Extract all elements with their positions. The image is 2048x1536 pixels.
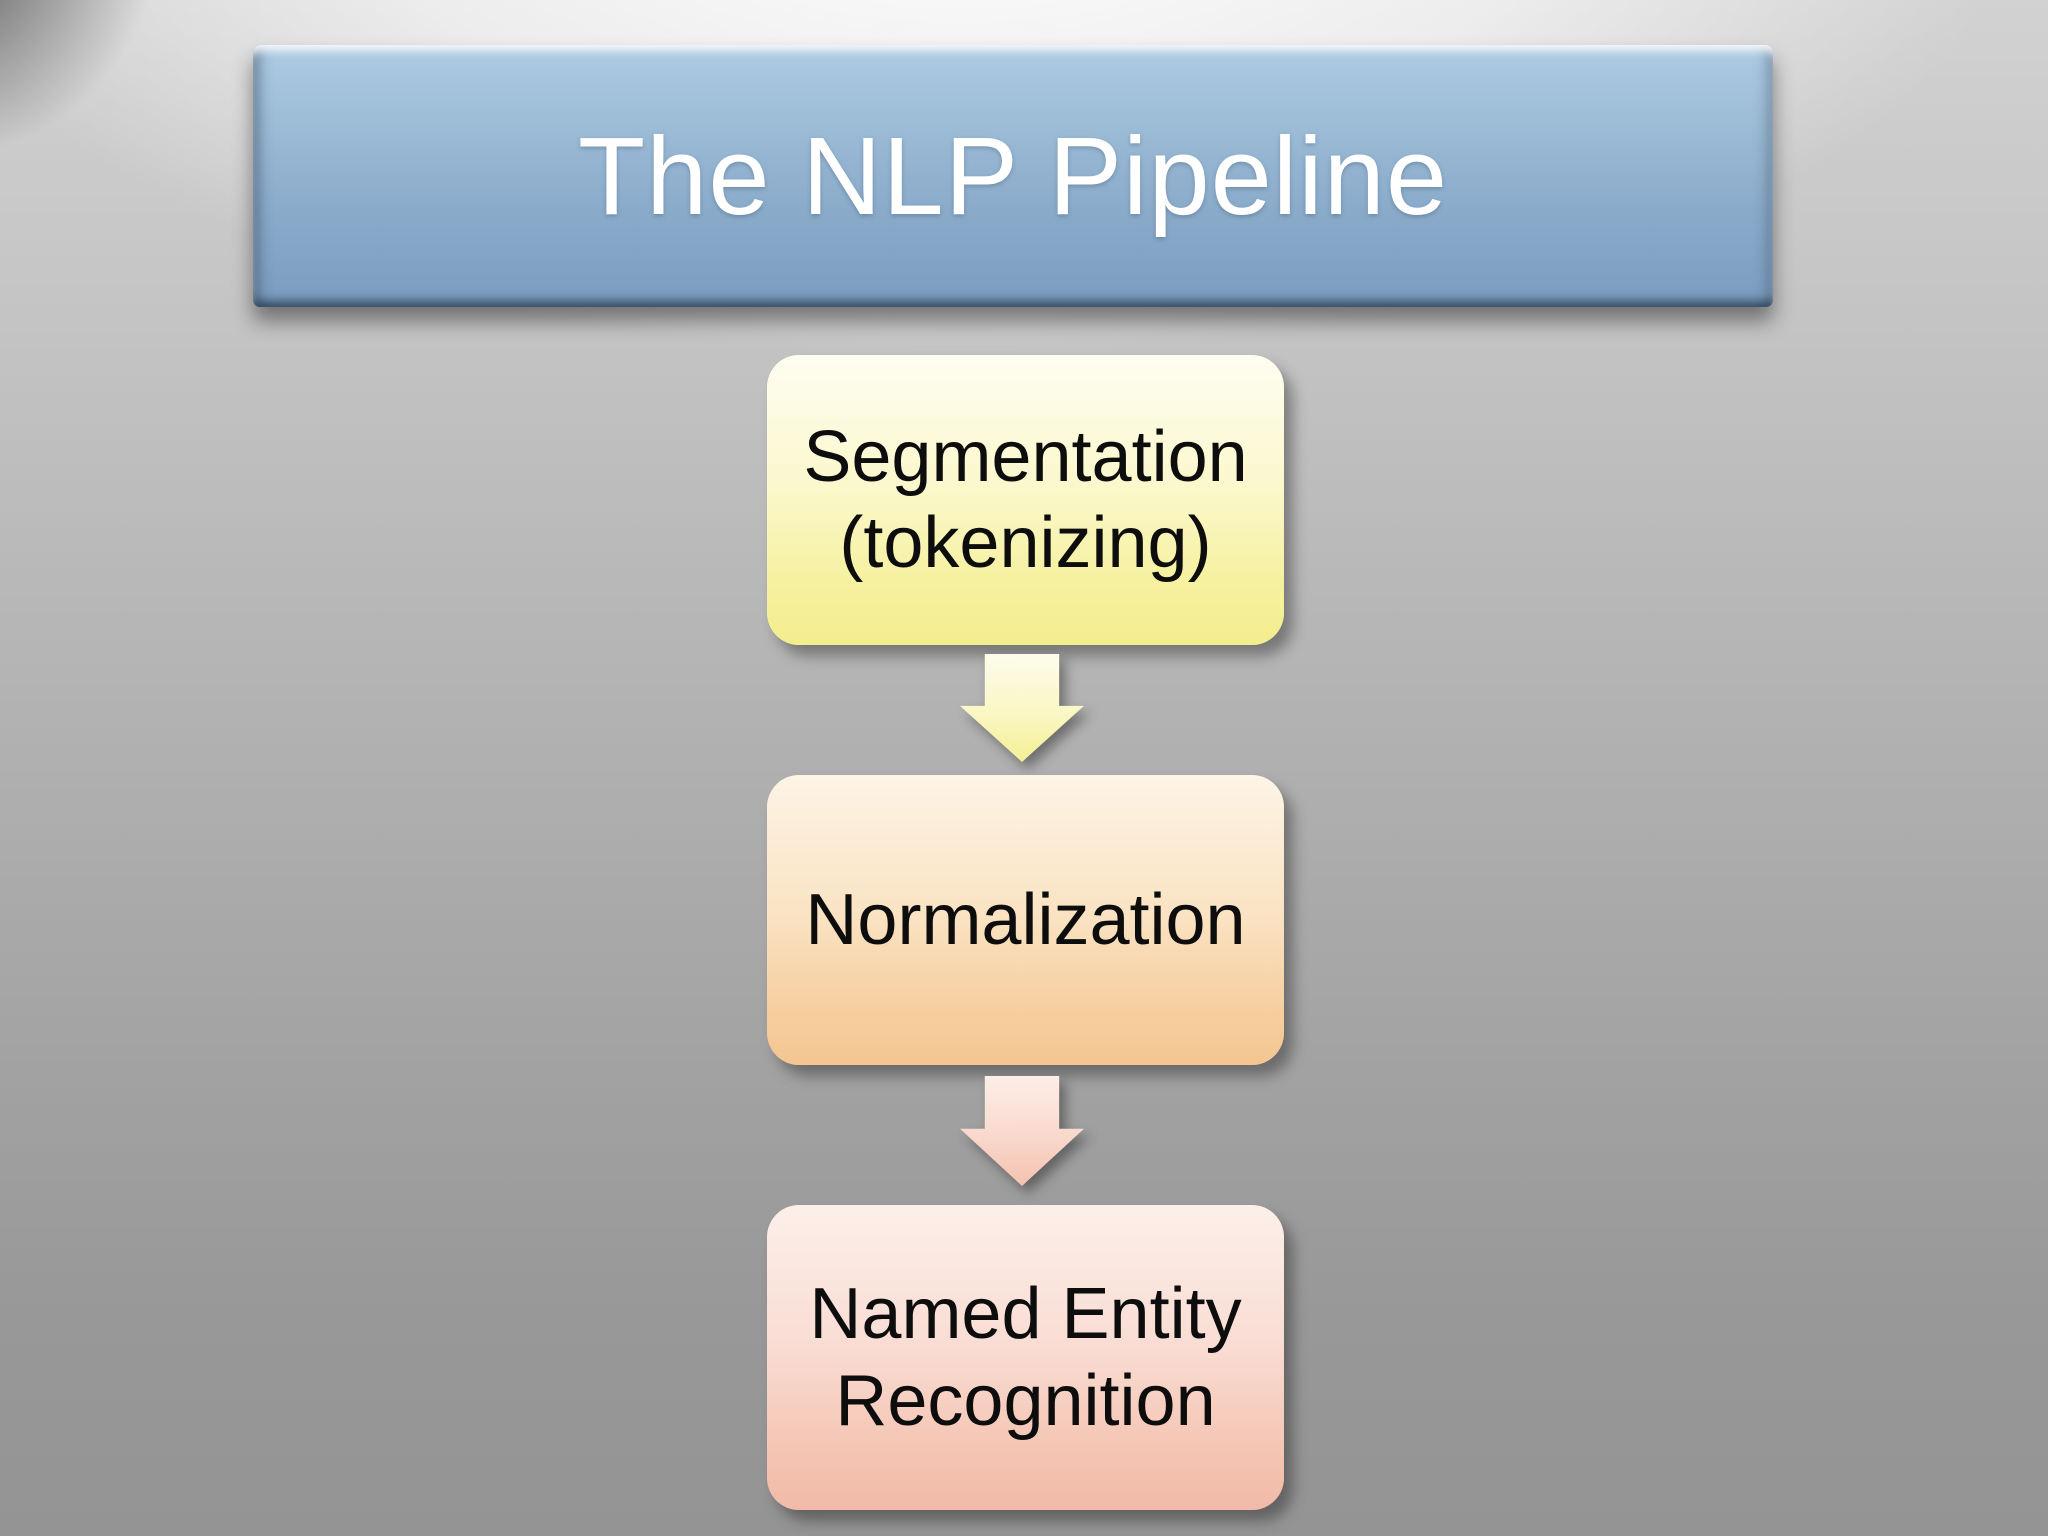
step-box-named-entity-recognition: Named Entity Recognition [767,1205,1284,1510]
down-arrow-connector-2 [960,1076,1084,1186]
step-box-normalization: Normalization [767,775,1284,1065]
down-arrow-shape [960,654,1084,762]
slide-title: The NLP Pipeline [577,114,1449,238]
step-box-segmentation: Segmentation (tokenizing) [767,355,1284,645]
step-label-normalization: Normalization [805,879,1246,960]
down-arrow-connector-1 [960,654,1084,762]
down-arrow-shape [960,1076,1084,1186]
title-banner: The NLP Pipeline [253,45,1773,307]
step-label-named-entity-recognition: Named Entity Recognition [809,1274,1242,1441]
step-label-segmentation: Segmentation (tokenizing) [803,416,1248,583]
